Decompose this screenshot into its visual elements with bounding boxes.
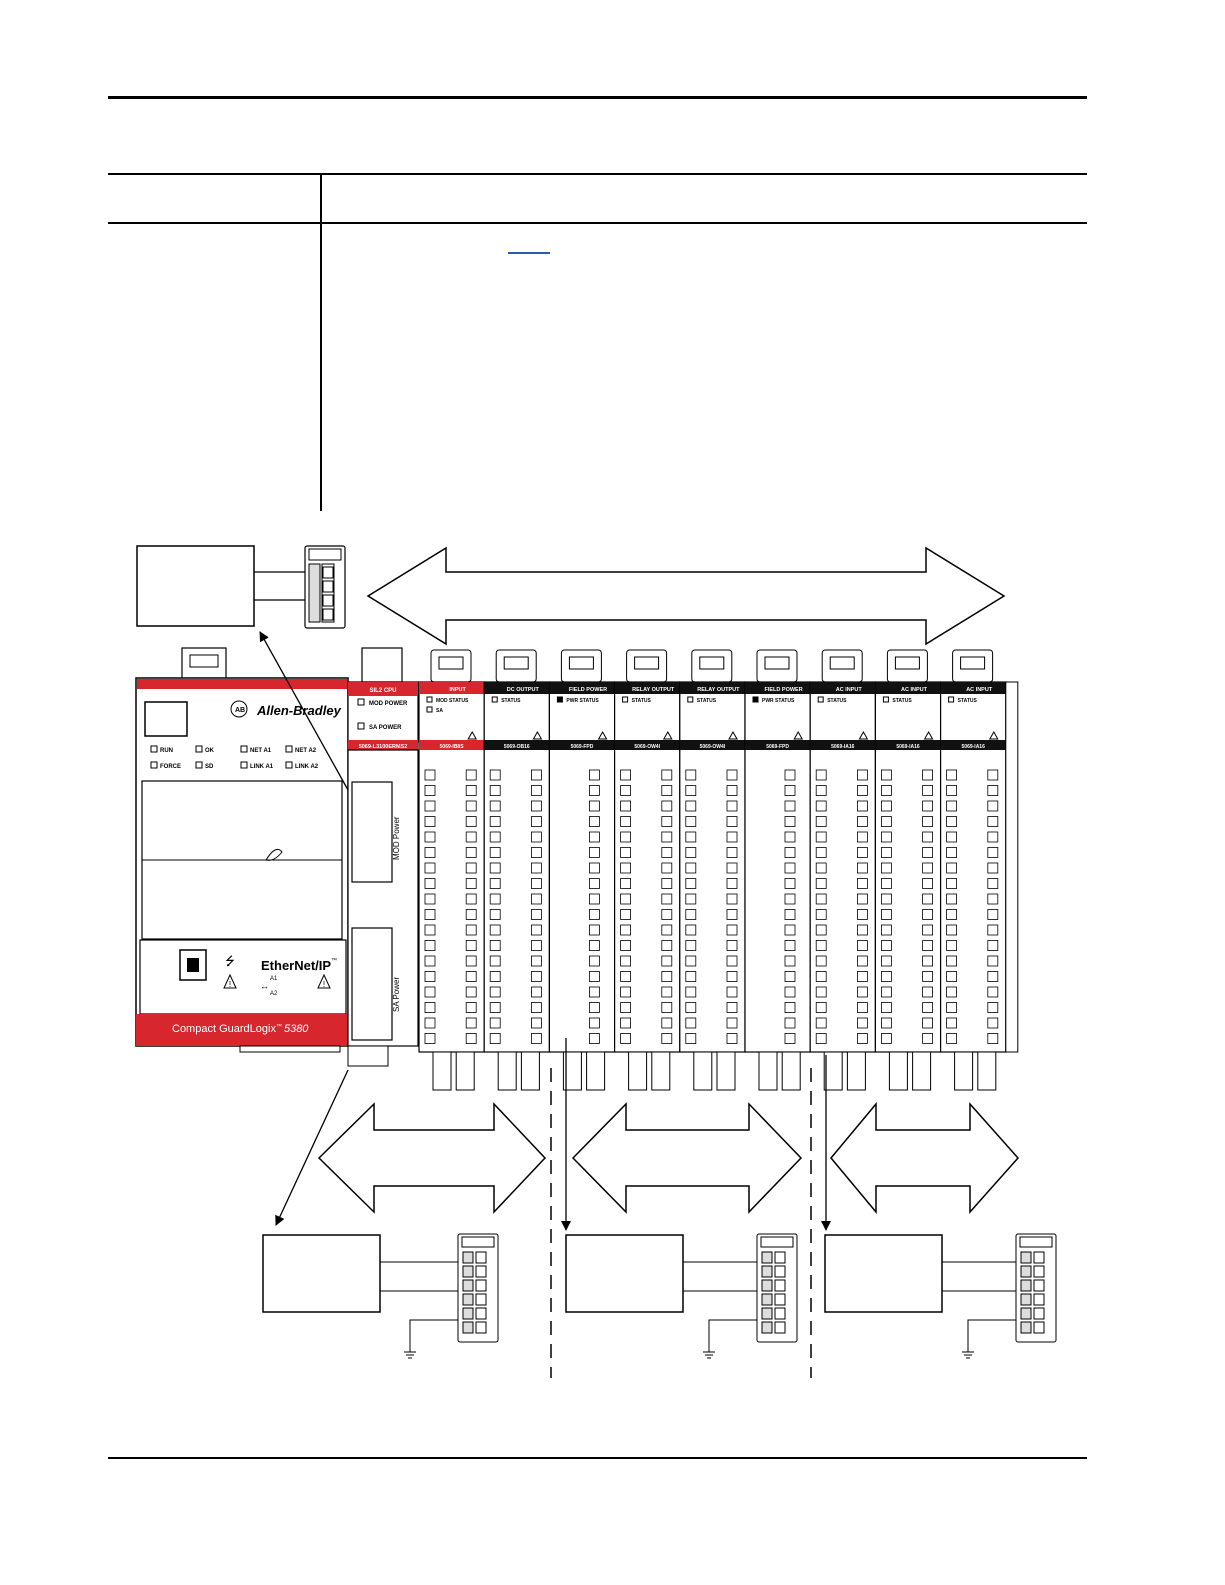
module-header: AC INPUT: [966, 687, 993, 693]
sa-power-bus-arrow-2: [571, 1102, 803, 1214]
sa-power-supply-2: [565, 1233, 798, 1359]
led-label: LINK A1: [250, 764, 274, 770]
module-catalog: 5069-IA16: [962, 744, 986, 750]
io-module: AC INPUT STATUS 5069-IA16: [874, 649, 942, 1091]
module-header: RELAY OUTPUT: [697, 687, 740, 693]
module-catalog: 5069-OW4I: [700, 744, 726, 750]
led-label: SD: [205, 764, 214, 770]
module-catalog: 5069-FPD: [766, 744, 789, 750]
io-module: DC OUTPUT STATUS 5069-OB16: [483, 649, 551, 1091]
mod-power-connector: [304, 545, 346, 629]
mod-power-pointer: [259, 631, 349, 791]
module-led-label: STATUS: [958, 698, 978, 704]
module-led-label: STATUS: [632, 698, 652, 704]
module-header: FIELD POWER: [569, 687, 607, 693]
io-module: FIELD POWER PWR STATUS 5069-FPD: [744, 649, 811, 1091]
footer-rule: [108, 1457, 1087, 1459]
svg-text:↔: ↔: [260, 981, 269, 991]
module-led-label: SA: [436, 708, 443, 714]
module-led-label: STATUS: [501, 698, 521, 704]
module-header: FIELD POWER: [764, 687, 802, 693]
led-label: OK: [205, 748, 215, 754]
io-module: RELAY OUTPUT STATUS 5069-OW4I: [679, 649, 746, 1091]
svg-text:MOD POWER: MOD POWER: [369, 701, 408, 707]
module-header: AC INPUT: [901, 687, 928, 693]
led-label: FORCE: [160, 764, 181, 770]
svg-text:SA POWER: SA POWER: [369, 725, 402, 731]
module-header: INPUT: [449, 687, 466, 693]
svg-text:AB: AB: [235, 707, 245, 714]
io-module: FIELD POWER PWR STATUS 5069-FPD: [548, 649, 616, 1091]
io-module: INPUT MOD STATUS SA 5069-IB8S: [418, 649, 485, 1091]
table-column-divider: [320, 173, 322, 511]
module-led-label: STATUS: [827, 698, 847, 704]
port-a1-label: A1: [270, 976, 278, 982]
power-panel: SIL2 CPU MOD POWER SA POWER 5069-L3100ER…: [347, 647, 419, 1067]
module-catalog: 5069-IA16: [831, 744, 855, 750]
network-logo: EtherNet/IP: [261, 958, 331, 973]
svg-text:!: !: [229, 980, 231, 989]
module-catalog: 5069-IB8S: [440, 744, 465, 750]
led-label: NET A2: [295, 748, 317, 754]
header-rule: [108, 96, 1087, 99]
module-led-label: STATUS: [697, 698, 717, 704]
svg-text:!: !: [323, 980, 325, 989]
mod-power-bus-arrow: [366, 546, 1006, 646]
sa-power-pointer: [275, 1069, 349, 1226]
module-led-label: STATUS: [892, 698, 912, 704]
io-module: RELAY OUTPUT STATUS 5069-OW4I: [613, 649, 681, 1091]
svg-text:™: ™: [331, 957, 337, 964]
brand-name: Allen-Bradley: [256, 703, 342, 718]
module-led-label: PWR STATUS: [762, 698, 795, 704]
cross-reference-link[interactable]: [508, 230, 550, 254]
io-module: AC INPUT STATUS 5069-IA16: [939, 649, 1007, 1091]
module-led-label: MOD STATUS: [436, 698, 469, 704]
module-catalog: 5069-FPD: [571, 744, 594, 750]
led-label: LINK A2: [295, 764, 319, 770]
sa-power-bus-arrow-1: [317, 1102, 547, 1214]
module-catalog: 5069-OW4I: [634, 744, 660, 750]
io-module: AC INPUT STATUS 5069-IA16: [809, 649, 877, 1091]
module-catalog: 5069-OB16: [504, 744, 530, 750]
led-label: NET A1: [250, 748, 272, 754]
sa-power-supply-1: [262, 1233, 499, 1359]
module-led-label: PWR STATUS: [566, 698, 599, 704]
svg-text:5069-L3100ERMS2: 5069-L3100ERMS2: [359, 744, 408, 750]
sa-power-bus-arrow-3: [830, 1101, 1020, 1215]
sa-power-supply-3: [824, 1233, 1057, 1359]
sa-power-label: SA Power: [392, 977, 401, 1012]
module-header: DC OUTPUT: [507, 687, 540, 693]
module-catalog: 5069-IA16: [896, 744, 920, 750]
svg-text:⭍: ⭍: [225, 954, 235, 968]
controller-module: AB Allen-Bradley RUN OK NET A1 NET A2 FORCE S…: [135, 647, 349, 1053]
table-header-rule: [108, 222, 1087, 224]
port-a2-label: A2: [270, 991, 278, 997]
module-header: AC INPUT: [836, 687, 863, 693]
table-top-rule: [108, 173, 1087, 175]
mod-power-supply-box: [136, 545, 255, 627]
mod-power-label: MOD Power: [392, 816, 401, 860]
led-label: RUN: [160, 748, 173, 754]
module-header: RELAY OUTPUT: [632, 687, 675, 693]
svg-text:SIL2 CPU: SIL2 CPU: [369, 688, 396, 694]
